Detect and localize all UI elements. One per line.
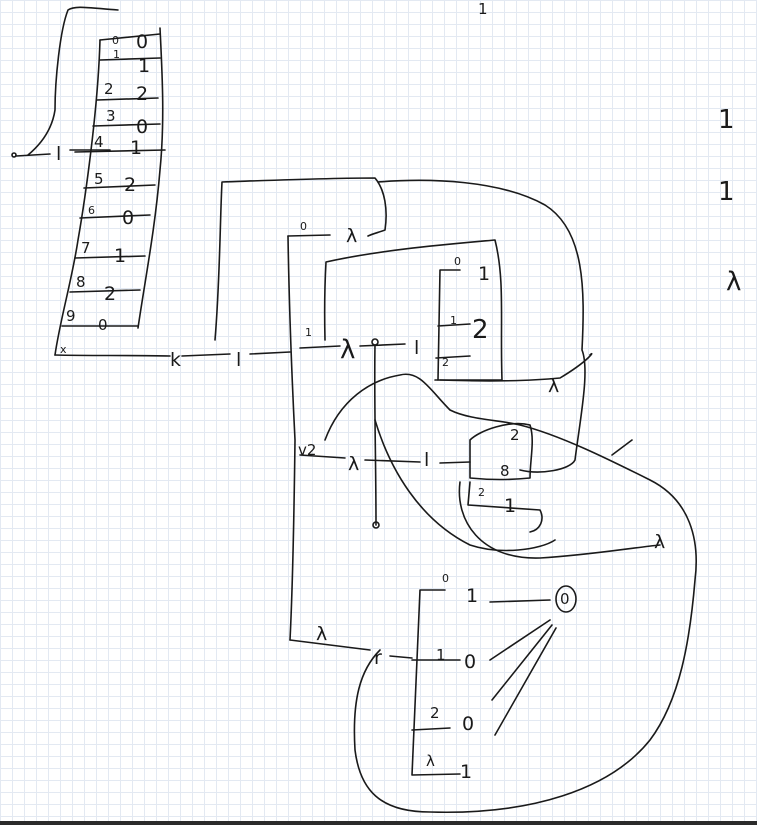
center-row-l: l	[424, 449, 429, 471]
left-row-index: 1	[113, 48, 120, 61]
center-row-lambda: λ	[348, 453, 359, 475]
center-val-bot: 1	[504, 495, 516, 517]
mid-index-1: 1	[305, 326, 312, 339]
far-lambda-stroke	[612, 440, 632, 455]
bottom-val-1: 0	[464, 651, 476, 673]
mid-node-l: l	[414, 337, 419, 359]
big-outer-loop	[215, 178, 386, 340]
mid-frame-left	[288, 236, 295, 640]
bottom-fan-line	[490, 620, 556, 735]
left-table-top-border	[100, 34, 160, 40]
mid-frame-top	[288, 235, 330, 236]
left-row-value: 0	[122, 207, 134, 229]
center-idx: 2	[478, 486, 485, 499]
far-lambda: λ	[654, 531, 665, 553]
left-entry-label: l	[56, 143, 61, 165]
bottom-left-lambda: λ	[316, 623, 327, 645]
left-row-index: 6	[88, 204, 95, 217]
left-row-index: 9	[66, 307, 76, 325]
margin-note-2: 1	[718, 177, 735, 207]
bottom-end-0: 0	[560, 590, 570, 608]
center-row: v2 λ l 2 8 2 1	[298, 374, 696, 812]
bottom-val-0: 1	[466, 585, 478, 607]
center-left-loop	[375, 420, 555, 550]
left-row-index: 0	[112, 34, 119, 47]
margin-note-3: λ	[726, 267, 741, 297]
bottom-entry-r: r	[374, 647, 382, 669]
bottom-table: 0 1 0 1 0 2 0 λ 1 λ r	[290, 572, 576, 783]
left-row-index: 8	[76, 273, 86, 291]
inner-val-1: 2	[472, 315, 489, 345]
left-table-bottom-border	[55, 355, 170, 356]
bottom-frame-left	[290, 590, 460, 775]
left-row-value: 0	[136, 31, 148, 53]
left-table-foot: x	[60, 343, 67, 356]
mid-index-0: 0	[300, 220, 307, 233]
left-row-index: 5	[94, 170, 104, 188]
left-table-row-sep	[93, 124, 160, 126]
inner-table: 0 1 1 2 2	[436, 255, 490, 380]
bottom-row0-line	[490, 600, 550, 602]
bottom-entry-line	[390, 656, 412, 658]
bottom-val-3: 1	[460, 761, 472, 783]
bottom-scroll-rule	[0, 821, 757, 825]
bottom-idx-2: 2	[430, 704, 440, 722]
left-row-index: 2	[104, 80, 114, 98]
left-row-index: 7	[81, 239, 91, 257]
center-lower-loop	[459, 482, 660, 558]
center-val-mid: 8	[500, 462, 510, 480]
right-lambda-curve	[440, 354, 592, 381]
mid-junction-drop	[375, 345, 376, 525]
center-val-top: 2	[510, 426, 520, 444]
inner-val-0: 1	[478, 263, 490, 285]
mid-node-lambda: λ	[340, 335, 355, 365]
left-row-value: 2	[124, 174, 136, 196]
bottom-val-2: 0	[462, 713, 474, 735]
margin-note-1: 1	[718, 105, 735, 135]
left-table-left-border	[55, 40, 100, 355]
left-table-row-sep	[100, 58, 160, 60]
bottom-idx-1: 1	[436, 646, 446, 664]
inner-idx-1: 1	[450, 314, 457, 327]
bottom-idx-3: λ	[426, 752, 435, 770]
left-row-index: 3	[106, 107, 116, 125]
left-table: 0 0 1 1 2 2 3 0 4 1 5 2 6 0 7 1 8 2 9 0 …	[12, 7, 290, 371]
bottom-idx-0: 0	[442, 572, 449, 585]
left-row-value: 1	[114, 245, 126, 267]
left-row-value: 0	[136, 116, 148, 138]
middle-structure: 0 λ 1 λ l	[215, 178, 585, 640]
left-row-value: 2	[136, 83, 148, 105]
left-row-value: 1	[130, 137, 142, 159]
left-row-index: 4	[94, 133, 104, 151]
left-row-value: 2	[104, 283, 116, 305]
inner-idx-2: 2	[442, 356, 449, 369]
left-row-value: 1	[138, 55, 150, 77]
left-row-value: 0	[98, 316, 108, 334]
center-row-line	[300, 455, 470, 463]
mid-top-lambda: λ	[346, 225, 357, 247]
left-tail-l: l	[236, 349, 241, 371]
inner-idx-0: 0	[454, 255, 461, 268]
top-mark: 1	[478, 0, 488, 18]
center-row-label: v2	[298, 441, 316, 459]
left-tail-k: k	[170, 349, 181, 371]
left-table-row-sep	[97, 98, 158, 100]
mid-junction-dot	[372, 339, 378, 345]
